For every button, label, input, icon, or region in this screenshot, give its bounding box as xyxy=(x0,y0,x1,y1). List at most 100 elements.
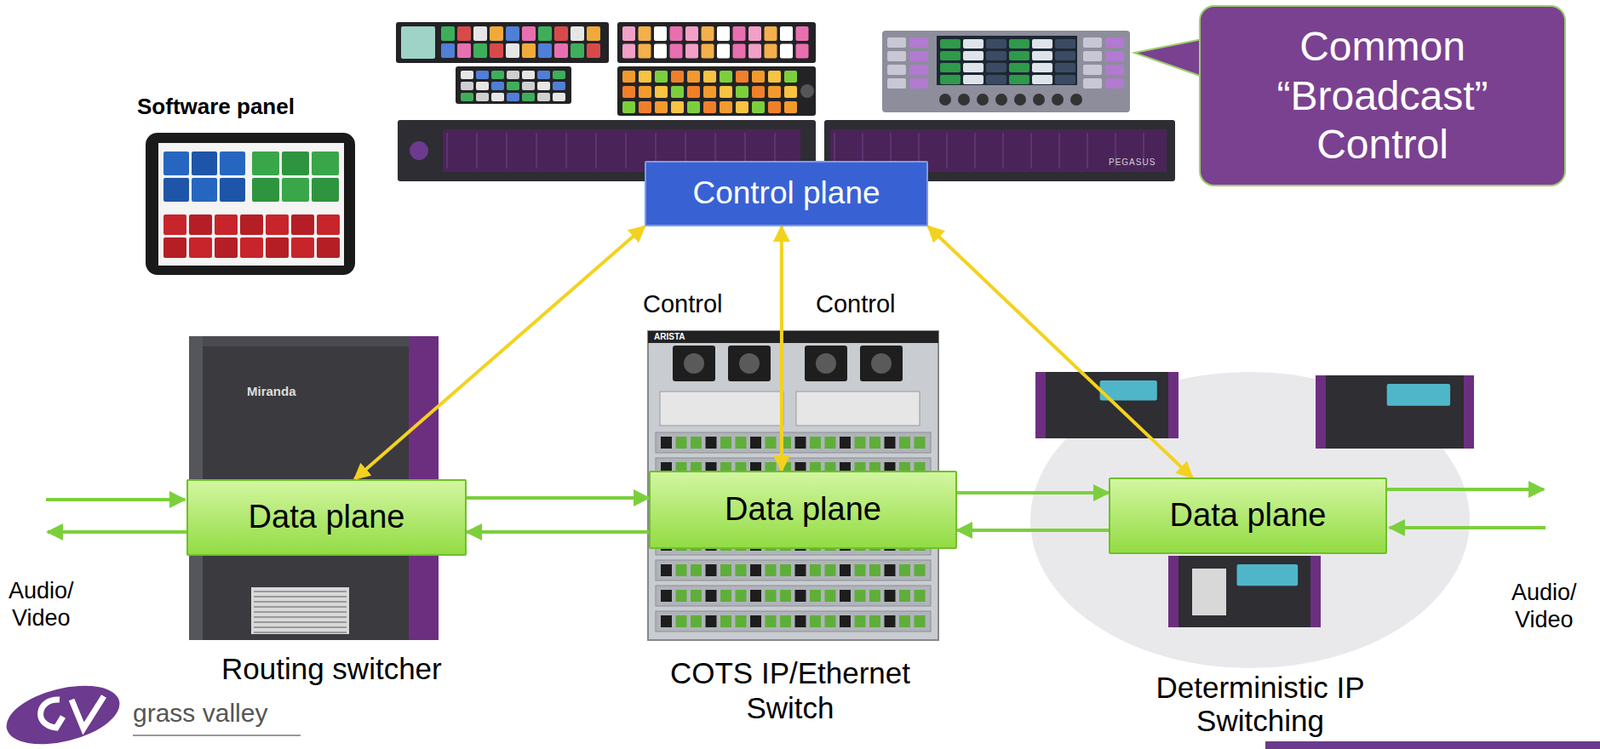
panel-button xyxy=(670,26,683,41)
panel-knob xyxy=(800,84,815,98)
switch-port xyxy=(660,615,672,628)
frame-side-strip xyxy=(1168,372,1179,439)
panel-button xyxy=(719,101,733,114)
panel-button xyxy=(909,37,929,48)
panel-button xyxy=(748,26,762,41)
grille-line xyxy=(253,611,347,614)
switch-port xyxy=(839,436,851,449)
screen-cell xyxy=(1055,74,1076,85)
signal-arrow xyxy=(466,530,649,534)
screen-cell xyxy=(1032,74,1053,85)
switch-port xyxy=(690,615,702,628)
switch-port xyxy=(825,436,837,449)
brand-text: PEGASUS xyxy=(1108,157,1156,168)
panel-button xyxy=(638,26,652,41)
button-panel xyxy=(395,22,609,64)
panel-button xyxy=(491,81,505,91)
grille-line xyxy=(253,616,347,619)
grille-line xyxy=(946,132,948,169)
line-card xyxy=(655,611,931,632)
screen-tile xyxy=(291,214,315,236)
screen-tile xyxy=(265,237,289,259)
grille-line xyxy=(253,596,347,598)
signal-name: Audio/ Video xyxy=(8,577,75,633)
switch-port xyxy=(660,436,672,449)
switch-port xyxy=(779,615,792,628)
control-arrow xyxy=(354,226,645,480)
panel-button xyxy=(733,26,746,41)
screen-tile xyxy=(265,214,289,236)
power-socket xyxy=(815,353,837,374)
panel-button xyxy=(460,92,474,102)
panel-button xyxy=(909,64,929,75)
panel-button xyxy=(687,70,700,83)
tablet xyxy=(145,132,356,276)
switch-port xyxy=(720,590,732,603)
panel-button xyxy=(654,70,668,83)
panel-button xyxy=(473,26,488,41)
panel-button xyxy=(654,101,668,114)
panel-button xyxy=(796,26,809,41)
button-panel xyxy=(455,66,572,104)
panel-button xyxy=(703,101,717,114)
switch-port xyxy=(705,615,717,628)
switch-port xyxy=(854,615,866,628)
button-panel xyxy=(617,22,816,64)
panel-button xyxy=(654,86,668,98)
grille-line xyxy=(253,626,347,629)
grille-line xyxy=(1058,132,1061,169)
screen-tile xyxy=(189,214,213,236)
screen-tile xyxy=(189,237,213,259)
panel-button xyxy=(719,70,733,83)
switch-port xyxy=(705,564,717,577)
panel-button xyxy=(768,86,781,98)
screen-tile xyxy=(214,214,238,236)
panel-button xyxy=(521,92,535,102)
grille-line xyxy=(253,606,347,608)
panel-knob xyxy=(939,93,952,106)
panel-button xyxy=(441,43,455,58)
signal-arrow xyxy=(466,496,649,500)
panel-button xyxy=(622,26,636,41)
panel-button xyxy=(457,26,471,41)
panel-button xyxy=(909,78,929,89)
power-supply xyxy=(672,345,716,382)
screen-cell xyxy=(1055,39,1076,49)
panel-button xyxy=(491,70,505,80)
panel-button xyxy=(538,26,552,41)
switch-port xyxy=(705,590,717,603)
panel-button xyxy=(784,86,798,98)
screen-tile xyxy=(163,177,190,202)
switch-port xyxy=(765,590,777,603)
frame-side-strip xyxy=(1168,556,1179,628)
screen-cell xyxy=(963,63,984,73)
panel-button xyxy=(537,81,551,91)
signal-arrow xyxy=(957,528,1109,533)
panel-button xyxy=(622,86,636,98)
panel-button xyxy=(768,70,781,83)
panel-button xyxy=(570,43,585,58)
panel-button xyxy=(638,44,652,59)
switch-port xyxy=(750,615,762,628)
switch-port xyxy=(809,590,821,603)
switch-port xyxy=(899,615,911,628)
panel-button xyxy=(475,81,489,91)
switch-frame xyxy=(1315,375,1474,449)
panel-button xyxy=(638,86,652,98)
node-text: Data plane xyxy=(1169,496,1327,536)
screen-tile xyxy=(163,214,187,236)
panel-button xyxy=(703,86,717,98)
panel-button xyxy=(491,92,505,102)
panel-button xyxy=(489,43,504,58)
switch-port xyxy=(869,590,881,603)
switch-frame xyxy=(1168,556,1321,628)
frame-side-strip xyxy=(1463,375,1474,449)
screen-tile xyxy=(163,237,187,259)
power-supply xyxy=(804,345,848,382)
data-plane-box: Data plane xyxy=(186,479,467,557)
part-name: Software panel xyxy=(137,93,295,121)
grille-line xyxy=(505,132,508,169)
switch-frame xyxy=(1035,372,1179,439)
panel-button xyxy=(670,70,684,83)
